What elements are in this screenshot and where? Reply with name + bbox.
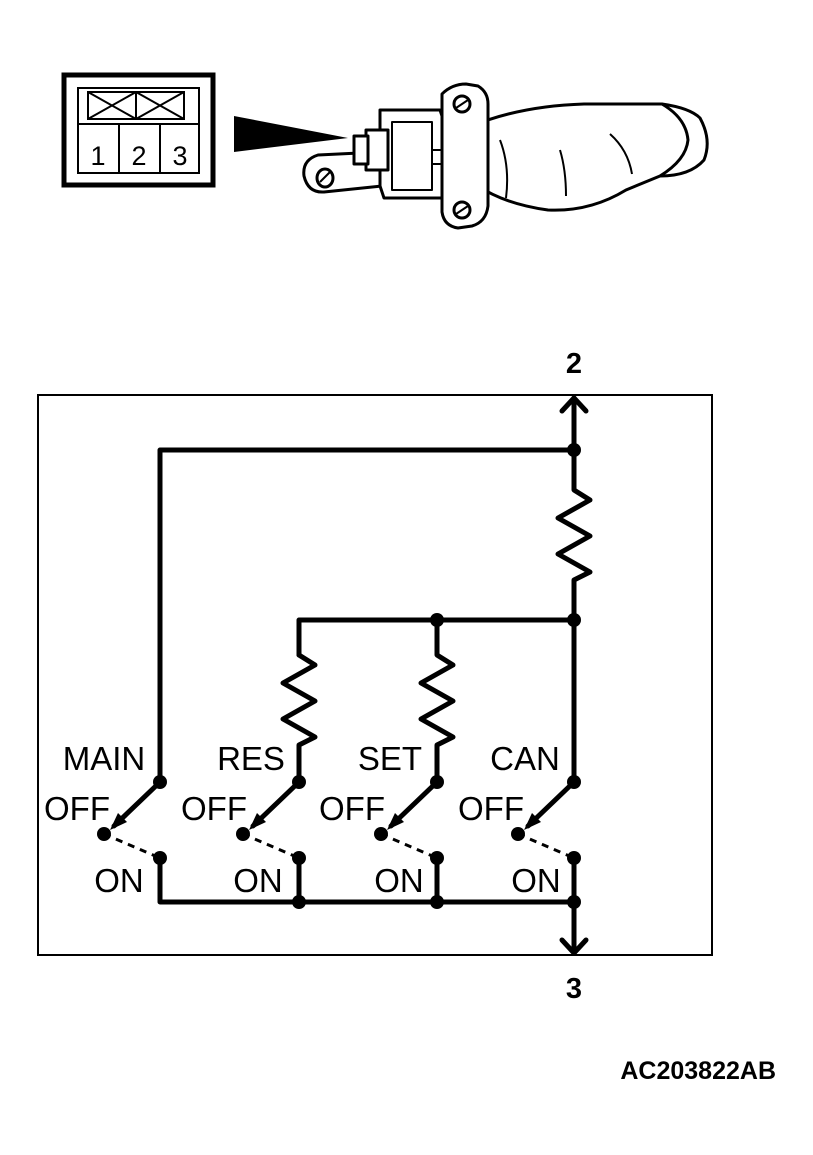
figure-code: AC203822AB	[620, 1057, 776, 1085]
terminal-3-arrowhead	[559, 937, 589, 956]
connector-pin-3: 3	[172, 141, 187, 171]
res-resistor	[280, 652, 318, 785]
connector-face: 1 2 3	[61, 72, 216, 188]
terminal-2-label: 2	[566, 348, 582, 380]
set-resistor	[418, 617, 456, 785]
res-on-label: ON	[233, 862, 283, 899]
switch-can-label: CAN	[490, 740, 560, 777]
main-feed-wire	[157, 447, 577, 785]
junction-dots	[97, 443, 581, 909]
terminal-3-label: 3	[566, 973, 582, 1005]
can-on-label: ON	[511, 862, 561, 899]
switch-set-label: SET	[358, 740, 422, 777]
set-on-label: ON	[374, 862, 424, 899]
lever-switch-drawing	[302, 82, 709, 230]
main-on-label: ON	[94, 862, 144, 899]
middle-bus-wire	[296, 617, 577, 658]
schematic-frame	[37, 394, 713, 956]
res-off-label: OFF	[181, 790, 247, 827]
main-resistor	[555, 447, 593, 623]
pointer-arrow	[234, 116, 348, 152]
switch-arrowheads	[110, 813, 541, 830]
on-dashed-links	[103, 832, 575, 860]
connector-pin-2: 2	[131, 141, 146, 171]
switch-main-label: MAIN	[63, 740, 146, 777]
set-off-label: OFF	[319, 790, 385, 827]
connector-pin-1: 1	[90, 141, 105, 171]
switch-res-label: RES	[217, 740, 285, 777]
main-off-label: OFF	[44, 790, 110, 827]
can-off-label: OFF	[458, 790, 524, 827]
terminal-2-arrowhead	[559, 395, 589, 414]
